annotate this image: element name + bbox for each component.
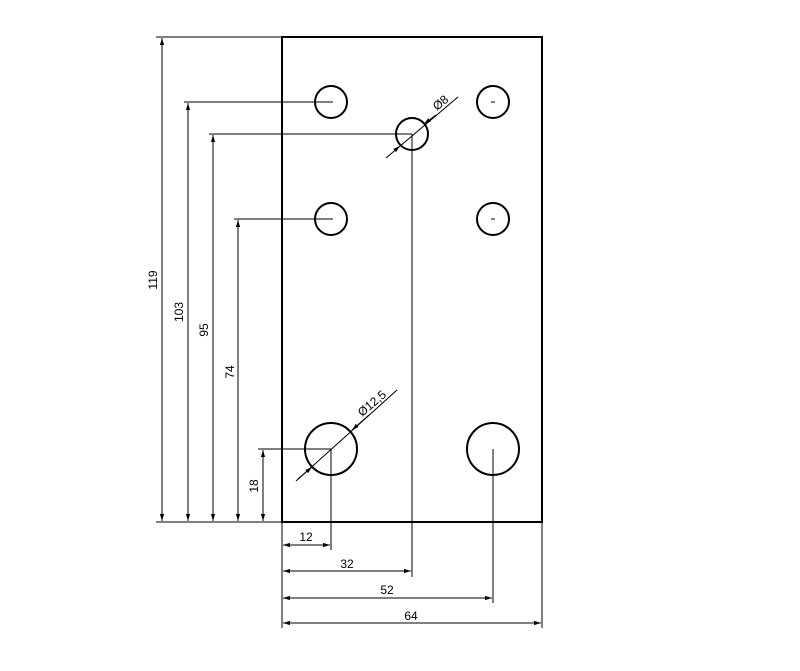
hole-small [476, 85, 510, 119]
horizontal-extension-lines [281, 134, 543, 628]
dim-103: 103 [172, 302, 186, 322]
dim-18: 18 [247, 479, 261, 493]
diameter-callout-small [385, 96, 459, 159]
vertical-extension-lines [156, 36, 412, 523]
dim-74: 74 [223, 365, 237, 379]
dim-119: 119 [146, 270, 160, 289]
diameter-callout-large [295, 389, 398, 482]
dim-32: 32 [340, 557, 354, 571]
hole-small [476, 202, 510, 236]
dim-52: 52 [380, 583, 394, 597]
diameter-label-small: Ø8 [430, 92, 452, 113]
diameter-label-large: Ø12,5 [355, 387, 389, 419]
dim-95: 95 [197, 323, 211, 337]
dim-64: 64 [404, 609, 418, 623]
horizontal-dimension-lines [283, 542, 541, 626]
vertical-dimension-lines [159, 38, 266, 521]
dim-12: 12 [299, 530, 313, 544]
center-marks [329, 101, 495, 220]
